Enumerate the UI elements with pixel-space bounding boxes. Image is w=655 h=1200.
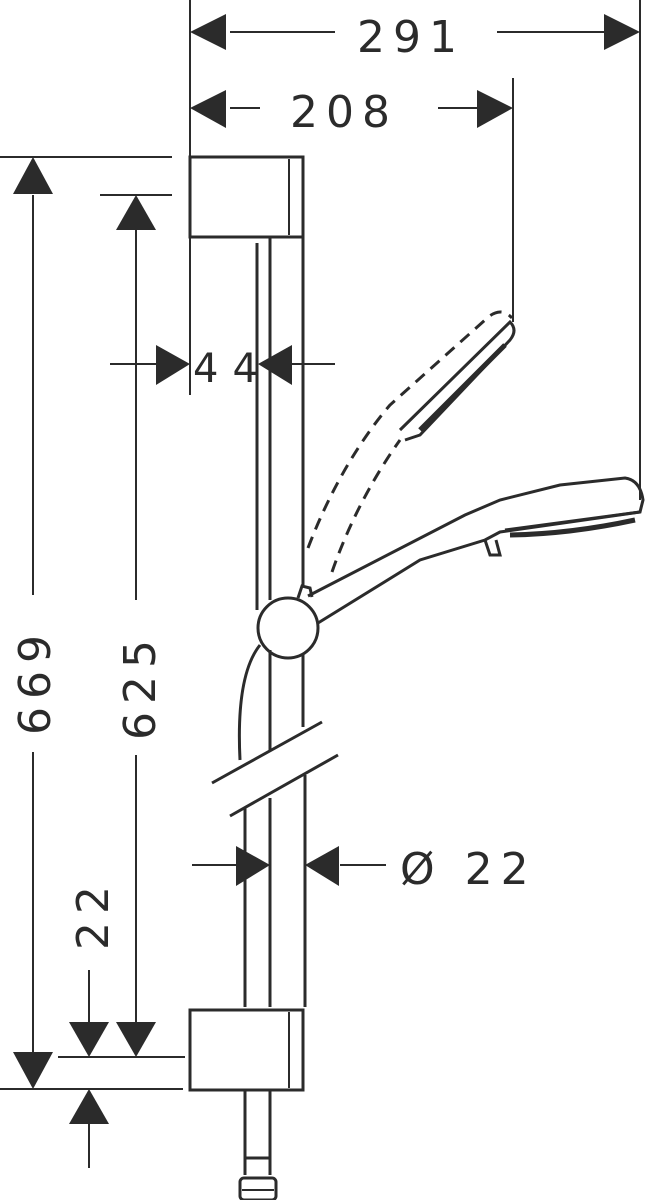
dimension-label-669: 669: [10, 627, 61, 735]
dimension-label-44: 44: [193, 346, 272, 392]
dimension-625: 625: [115, 195, 166, 1057]
arrow-left-icon: [305, 846, 339, 886]
slider-and-handshower: [256, 310, 645, 660]
dimension-diameter-22: Ø 22: [192, 844, 537, 895]
dimension-208: 208: [190, 87, 513, 138]
arrow-right-icon: [156, 345, 190, 385]
handshower: [307, 476, 645, 625]
top-wall-bracket: [188, 155, 305, 239]
dimension-label-291: 291: [357, 12, 465, 63]
arrow-up-icon: [116, 195, 156, 230]
arrow-up-icon: [69, 1089, 109, 1124]
arrow-left-icon: [258, 345, 292, 385]
arrow-right-icon: [477, 90, 513, 128]
dimension-669: 669: [10, 157, 61, 1089]
dimension-label-22: 22: [68, 878, 119, 950]
arrow-left-icon: [190, 14, 226, 50]
bottom-wall-bracket: [188, 1008, 305, 1092]
arrow-right-icon: [604, 14, 640, 50]
dimension-22-bracket: 22: [68, 878, 119, 1168]
arrow-left-icon: [190, 90, 226, 128]
arrow-down-icon: [116, 1022, 156, 1057]
shower-hose: [237, 644, 262, 761]
handshower-alt-position: [306, 310, 514, 549]
slider-knob: [256, 596, 320, 660]
dimension-label-625: 625: [115, 632, 166, 740]
hose-nut: [238, 1176, 278, 1200]
dimension-label-208: 208: [290, 87, 398, 138]
dimension-291: 291: [190, 12, 640, 63]
arrow-down-icon: [69, 1022, 109, 1057]
arrow-up-icon: [13, 157, 53, 194]
arrow-down-icon: [13, 1052, 53, 1089]
dimension-label-diameter: Ø 22: [400, 844, 537, 895]
dimension-44: 44: [110, 330, 335, 392]
arrow-right-icon: [236, 846, 270, 886]
shower-rail: [188, 155, 339, 1200]
